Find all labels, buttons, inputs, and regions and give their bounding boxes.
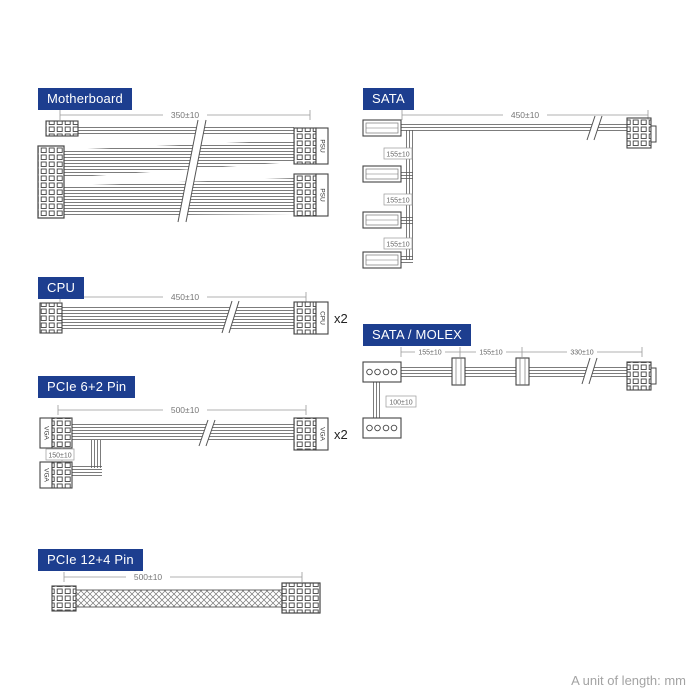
cpu-quantity-label: x2 bbox=[334, 311, 348, 326]
inline-sata-connector-1 bbox=[451, 357, 466, 386]
psu-side-connector-top: PSU bbox=[293, 127, 329, 165]
psu-side-connector-bottom: PSU bbox=[293, 173, 329, 217]
sata-spacing-dim-label: 155±10 bbox=[386, 152, 409, 159]
sata-molex-section-label: SATA / MOLEX bbox=[363, 324, 472, 346]
pcie124-dim-label: 500±10 bbox=[134, 572, 163, 582]
motherboard-bottom-wire-bundle bbox=[64, 178, 294, 216]
cpu-section-label: CPU bbox=[38, 277, 85, 299]
cable-break-mark bbox=[221, 300, 240, 334]
pcie62-dimension-line: 500±10 bbox=[57, 404, 307, 416]
sense-connector bbox=[45, 120, 79, 137]
cpu-connector-label: CPU bbox=[318, 311, 325, 325]
sata-spacing-dim-label: 155±10 bbox=[386, 198, 409, 205]
cpu-dimension-line: 450±10 bbox=[59, 291, 307, 303]
vga-connector-label: VGA bbox=[42, 468, 49, 482]
pcie62-branch-connector: VGA bbox=[39, 461, 73, 489]
cable-break-mark bbox=[586, 115, 603, 141]
sata-connector-4 bbox=[362, 251, 402, 269]
sata-stub-wire bbox=[401, 170, 413, 179]
unit-of-length-note: A unit of length: mm bbox=[571, 673, 686, 688]
sata-molex-psu-side-connector bbox=[626, 361, 657, 391]
pcie124-braided-sleeve bbox=[75, 589, 283, 608]
seg3-dim-label: 330±10 bbox=[570, 350, 593, 357]
motherboard-top-wire-bundle bbox=[64, 140, 294, 178]
sata-section-label: SATA bbox=[363, 88, 414, 110]
vga-connector-label: VGA bbox=[318, 427, 325, 441]
sata-molex-cable-diagram: 155±10 155±10 330±10 bbox=[362, 346, 657, 439]
cpu-psu-side-connector: CPU bbox=[293, 301, 329, 335]
sata-stub-wire bbox=[401, 216, 413, 225]
sata-main-wire-bundle bbox=[401, 124, 627, 133]
molex-connector-branch bbox=[362, 417, 402, 439]
sata-spacing-dim-label: 155±10 bbox=[386, 242, 409, 249]
pcie62-branch-wire-horizontal bbox=[72, 464, 102, 478]
sata-cable-diagram: 450±10 bbox=[362, 109, 657, 269]
pcie62-branch-dim-label: 150±10 bbox=[48, 453, 71, 460]
motherboard-section-label: Motherboard bbox=[38, 88, 132, 110]
sata-connector-2 bbox=[362, 165, 402, 183]
pcie124-left-connector bbox=[51, 585, 77, 612]
pcie62-branch-dimension: 150±10 bbox=[45, 448, 75, 464]
seg1-dim-label: 155±10 bbox=[418, 350, 441, 357]
sata-molex-main-wire-bundle bbox=[401, 367, 627, 377]
sata-dimension-line: 450±10 bbox=[401, 109, 649, 121]
sata-connector-3 bbox=[362, 211, 402, 229]
psu-connector-label: PSU bbox=[318, 139, 325, 153]
sata-dim-label: 450±10 bbox=[511, 110, 540, 120]
motherboard-sense-wire-bundle bbox=[78, 126, 294, 136]
molex-branch-wire bbox=[372, 382, 382, 418]
vga-connector-label: VGA bbox=[42, 426, 49, 440]
molex-connector-left bbox=[362, 361, 402, 383]
pcie-6plus2-section-label: PCIe 6+2 Pin bbox=[38, 376, 136, 398]
atx-24pin-connector bbox=[37, 145, 65, 219]
pcie62-main-wire-bundle bbox=[72, 424, 294, 442]
cpu-wire-bundle bbox=[62, 307, 294, 329]
cable-break-mark bbox=[198, 419, 216, 447]
sata-connector-1 bbox=[362, 119, 402, 137]
pcie62-right-connector: VGA bbox=[293, 417, 329, 451]
pcie-12plus4-cable-diagram: 500±10 bbox=[51, 571, 321, 614]
sata-stub-wire bbox=[401, 256, 413, 265]
pcie-6plus2-cable-diagram: 500±10 VGA VGA 150 bbox=[39, 404, 348, 489]
cable-break-mark bbox=[177, 119, 207, 223]
cpu-cable-diagram: 450±10 CPU x2 bbox=[39, 291, 348, 335]
cable-break-mark bbox=[581, 357, 598, 385]
sata-molex-dimension-line: 155±10 155±10 330±10 bbox=[400, 346, 643, 357]
pcie124-dimension-line: 500±10 bbox=[63, 571, 303, 583]
psu-connector-label: PSU bbox=[318, 188, 325, 202]
molex-branch-dimension: 100±10 bbox=[385, 395, 417, 408]
molex-branch-dim-label: 100±10 bbox=[389, 400, 412, 407]
inline-sata-connector-2 bbox=[515, 357, 530, 386]
pcie62-left-connector: VGA bbox=[39, 417, 73, 449]
motherboard-dim-label: 350±10 bbox=[171, 110, 200, 120]
pcie62-quantity-label: x2 bbox=[334, 427, 348, 442]
sata-spacing-dimension-1: 155±10 bbox=[383, 147, 413, 160]
sata-spacing-dimension-2: 155±10 bbox=[383, 193, 413, 206]
pcie-12plus4-section-label: PCIe 12+4 Pin bbox=[38, 549, 143, 571]
pcie62-dim-label: 500±10 bbox=[171, 405, 200, 415]
sata-spacing-dimension-3: 155±10 bbox=[383, 237, 413, 250]
pcie62-branch-wire-vertical bbox=[90, 440, 102, 468]
seg2-dim-label: 155±10 bbox=[479, 350, 502, 357]
sata-psu-side-connector bbox=[626, 117, 657, 149]
motherboard-cable-diagram: 350±10 PSU PSU bbox=[37, 109, 329, 223]
cpu-dim-label: 450±10 bbox=[171, 292, 200, 302]
motherboard-dimension-line: 350±10 bbox=[59, 109, 311, 121]
cpu-8pin-connector bbox=[39, 302, 63, 334]
pcie124-right-connector bbox=[281, 582, 321, 614]
